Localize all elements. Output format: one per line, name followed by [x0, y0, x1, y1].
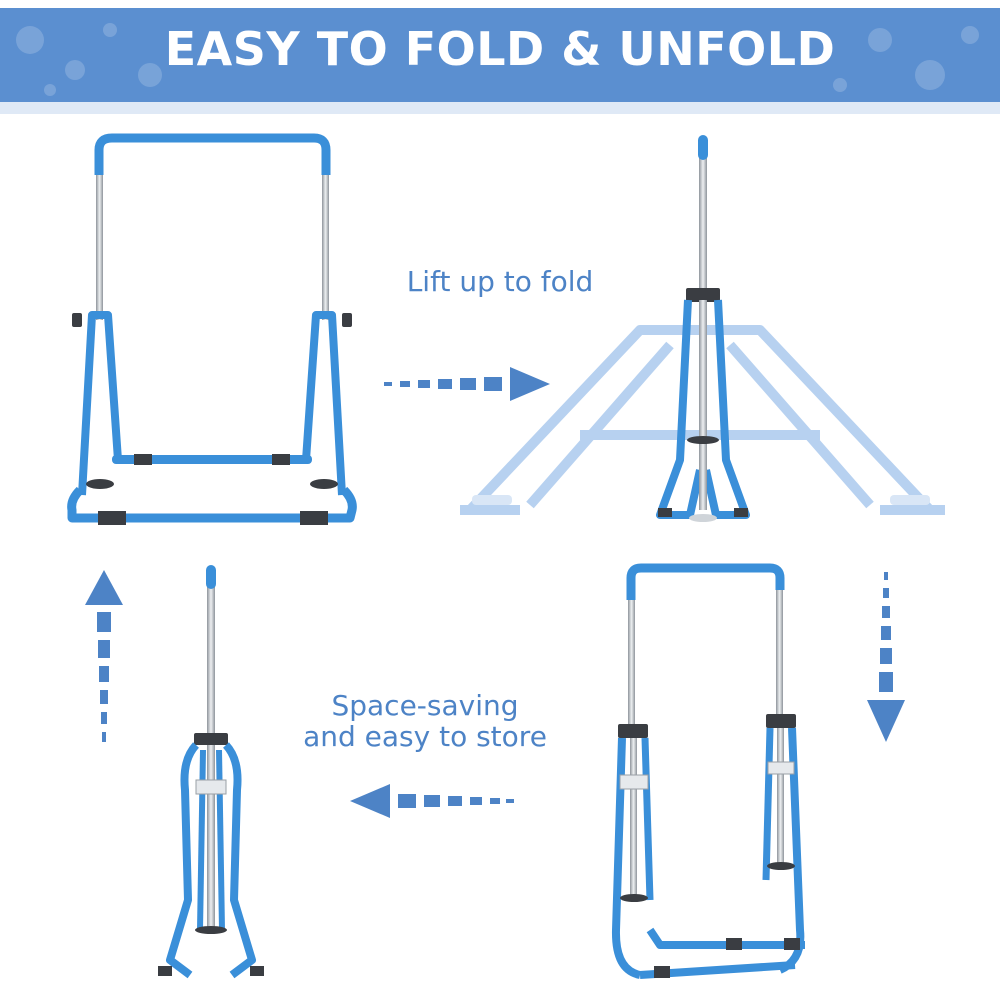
arrow-right-icon — [384, 367, 550, 401]
folded-bar-illustration — [158, 565, 264, 979]
unfolded-bar-illustration — [67, 133, 357, 525]
banner-background — [0, 8, 1000, 114]
arrow-down-icon — [867, 572, 905, 742]
arrow-left-icon — [350, 784, 514, 818]
unfolding-bar-illustration — [611, 563, 805, 979]
store-caption: Space-saving and easy to store — [270, 690, 580, 752]
store-caption-line1: Space-saving — [331, 689, 519, 722]
store-caption-line2: and easy to store — [303, 720, 547, 753]
fold-caption: Lift up to fold — [406, 265, 594, 298]
folding-bar-illustration — [460, 135, 945, 522]
header-banner: EASY TO FOLD & UNFOLD — [0, 0, 1000, 118]
arrow-up-icon — [85, 570, 123, 742]
page-title: EASY TO FOLD & UNFOLD — [164, 22, 836, 76]
